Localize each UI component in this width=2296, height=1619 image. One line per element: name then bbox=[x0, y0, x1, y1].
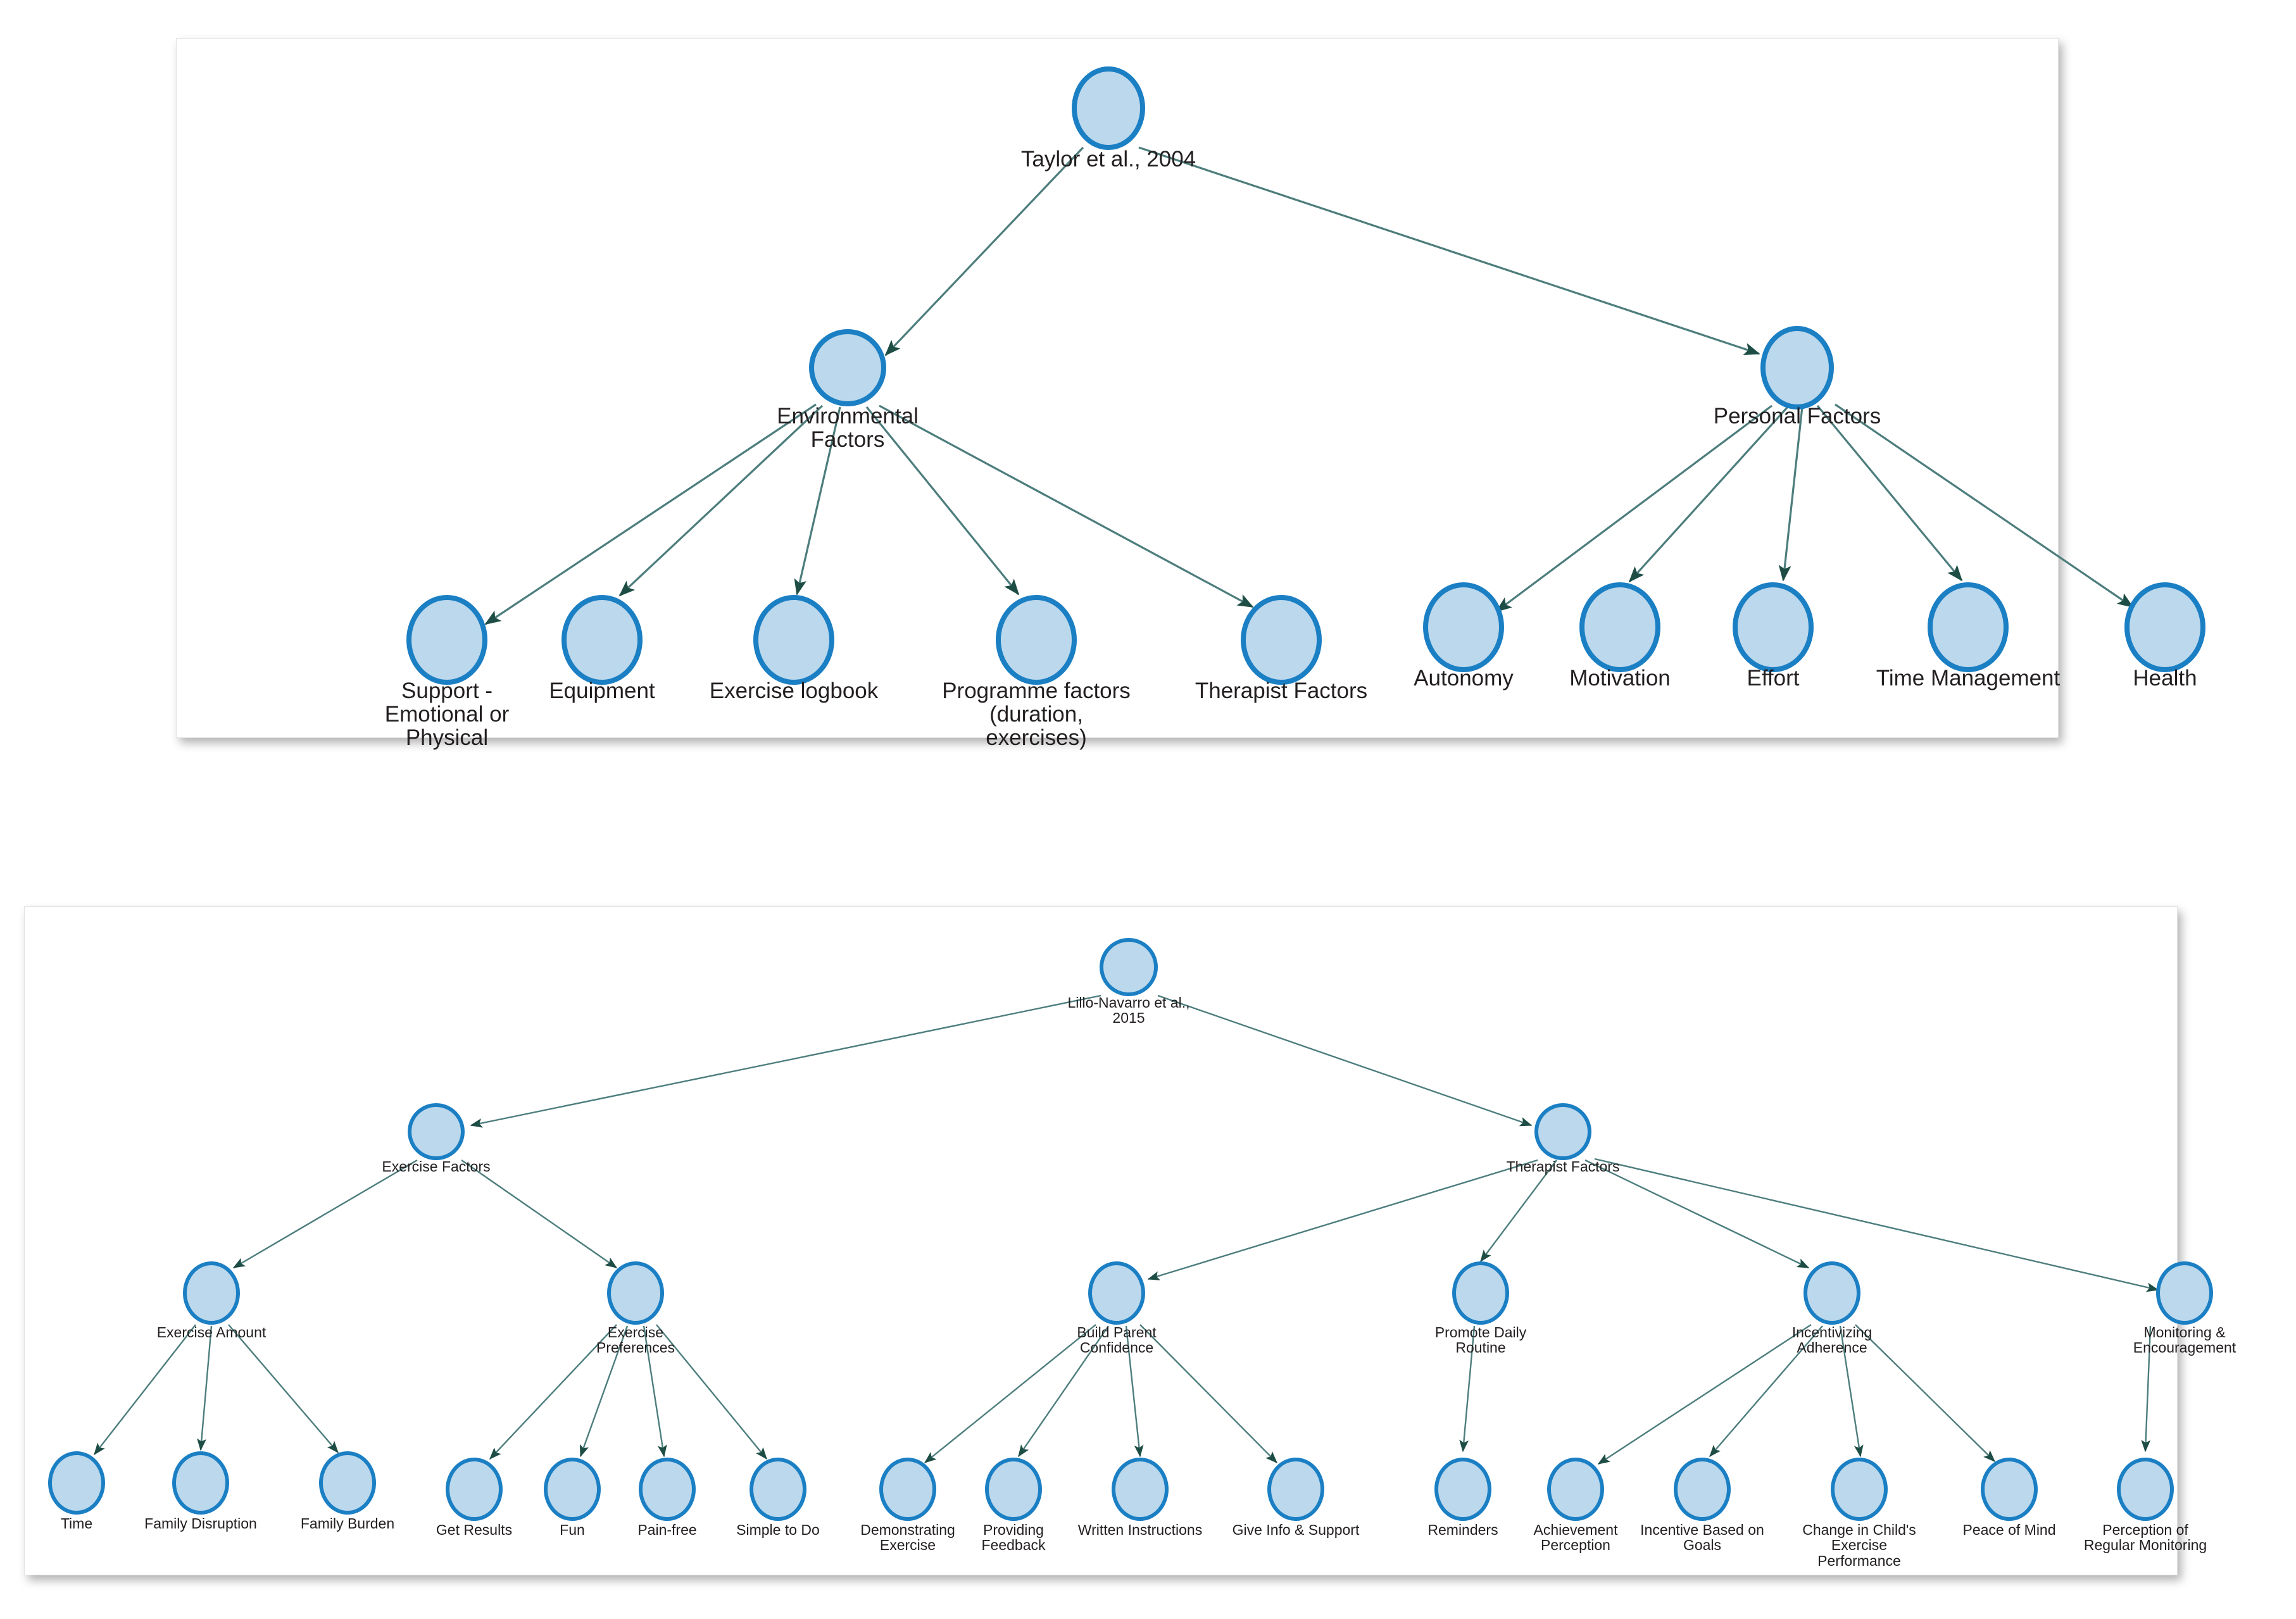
node-fun[interactable] bbox=[544, 1458, 601, 1521]
node-pain-free[interactable] bbox=[639, 1458, 696, 1521]
node-therapist-factors-2[interactable] bbox=[1534, 1103, 1591, 1160]
node-group-lillo bbox=[48, 938, 2213, 1521]
diagram-panel-taylor-2004: Taylor et al., 2004 Environmental Factor… bbox=[176, 38, 2205, 749]
node-give-info-support[interactable] bbox=[1267, 1458, 1324, 1521]
edge-group-taylor bbox=[484, 146, 2134, 625]
node-peace-of-mind[interactable] bbox=[1981, 1458, 2038, 1521]
node-support[interactable] bbox=[406, 595, 487, 685]
node-exercise-amount[interactable] bbox=[183, 1261, 240, 1325]
node-monitoring-encouragement[interactable] bbox=[2156, 1261, 2213, 1325]
node-achievement-perception[interactable] bbox=[1547, 1458, 1604, 1521]
node-perception-of-regular-monitoring[interactable] bbox=[2117, 1458, 2174, 1521]
node-family-disruption[interactable] bbox=[172, 1451, 229, 1515]
node-programme-factors[interactable] bbox=[996, 595, 1077, 685]
diagram-panel-lillo-navarro-2015: Lillo-Navarro et al., 2015 Exercise Fact… bbox=[24, 906, 2236, 1575]
node-promote-daily-routine[interactable] bbox=[1452, 1261, 1509, 1325]
node-demonstrating-exercise[interactable] bbox=[879, 1458, 936, 1521]
node-health[interactable] bbox=[2124, 582, 2205, 672]
node-group-taylor bbox=[406, 66, 2205, 685]
node-effort[interactable] bbox=[1733, 582, 1814, 672]
node-motivation[interactable] bbox=[1579, 582, 1660, 672]
node-personal-factors[interactable] bbox=[1760, 326, 1834, 409]
node-equipment[interactable] bbox=[561, 595, 643, 685]
node-incentivizing-adherence[interactable] bbox=[1804, 1261, 1860, 1325]
node-autonomy[interactable] bbox=[1423, 582, 1504, 672]
node-change-in-childs-exercise-performance[interactable] bbox=[1831, 1458, 1888, 1521]
node-incentive-based-on-goals[interactable] bbox=[1674, 1458, 1731, 1521]
node-exercise-logbook[interactable] bbox=[753, 595, 834, 685]
diagram-canvas-taylor bbox=[406, 66, 2205, 685]
node-family-burden[interactable] bbox=[319, 1451, 376, 1515]
node-providing-feedback[interactable] bbox=[985, 1458, 1042, 1521]
edge-group-lillo bbox=[94, 994, 2159, 1465]
node-build-parent-confidence[interactable] bbox=[1088, 1261, 1145, 1325]
node-written-instructions[interactable] bbox=[1112, 1458, 1169, 1521]
node-exercise-factors[interactable] bbox=[408, 1103, 465, 1160]
node-time-management[interactable] bbox=[1928, 582, 2009, 672]
node-taylor-root[interactable] bbox=[1072, 66, 1145, 150]
node-simple-to-do[interactable] bbox=[750, 1458, 806, 1521]
node-exercise-preferences[interactable] bbox=[607, 1261, 664, 1325]
node-therapist-factors[interactable] bbox=[1241, 595, 1322, 685]
node-get-results[interactable] bbox=[446, 1458, 503, 1521]
node-reminders[interactable] bbox=[1434, 1458, 1491, 1521]
diagram-canvas-lillo bbox=[48, 938, 2213, 1521]
node-lillo-root[interactable] bbox=[1100, 938, 1158, 996]
node-time[interactable] bbox=[48, 1451, 105, 1515]
node-environmental-factors[interactable] bbox=[809, 329, 886, 406]
